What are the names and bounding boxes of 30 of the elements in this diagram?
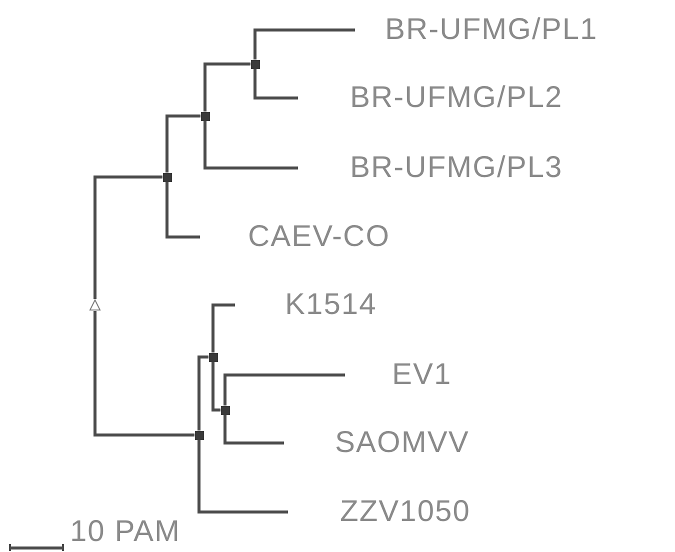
taxon-label: CAEV-CO bbox=[248, 222, 390, 252]
branch-line bbox=[224, 414, 284, 444]
branch-line bbox=[212, 304, 235, 352]
scale-label: 10 PAM bbox=[70, 517, 180, 547]
branch-line bbox=[254, 28, 355, 60]
branch-line bbox=[198, 356, 208, 430]
taxon-label: EV1 bbox=[392, 360, 452, 390]
branch-line bbox=[166, 114, 200, 172]
taxon-label: ZZV1050 bbox=[340, 497, 470, 527]
branch-line bbox=[166, 182, 200, 238]
taxon-label: BR-UFMG/PL1 bbox=[385, 15, 598, 45]
branch-node bbox=[200, 112, 210, 120]
branch-line bbox=[94, 176, 162, 299]
taxon-label: SAOMVV bbox=[335, 428, 470, 458]
branch-line bbox=[198, 440, 288, 514]
branch-line bbox=[204, 62, 250, 112]
branch-line bbox=[94, 311, 194, 436]
branch-node bbox=[208, 352, 218, 362]
branch-line bbox=[224, 374, 345, 406]
branch-node bbox=[220, 406, 230, 414]
taxon-label: BR-UFMG/PL2 bbox=[350, 83, 563, 113]
taxon-label: BR-UFMG/PL3 bbox=[350, 153, 563, 183]
branch-line bbox=[212, 362, 220, 412]
branch-line bbox=[254, 68, 298, 100]
branch-node bbox=[162, 172, 172, 182]
branch-node bbox=[194, 430, 204, 440]
taxon-label: K1514 bbox=[285, 290, 377, 320]
branch-node bbox=[250, 60, 260, 68]
branch-line bbox=[204, 120, 298, 170]
root-triangle bbox=[89, 299, 101, 311]
